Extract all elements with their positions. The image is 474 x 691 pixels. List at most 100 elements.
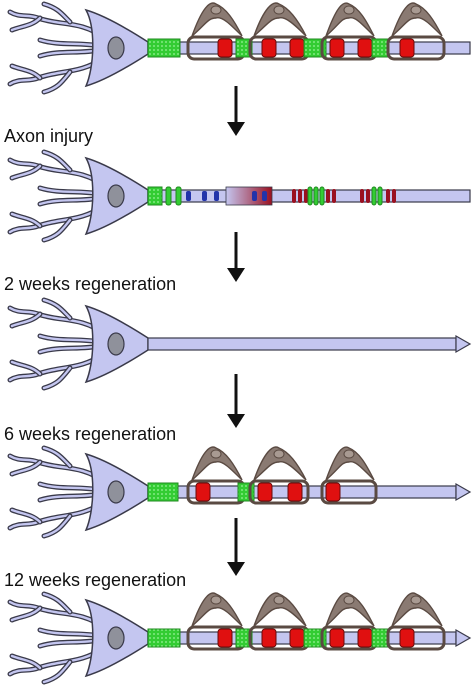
nucleus bbox=[107, 36, 125, 60]
schwann-cell-body bbox=[190, 2, 243, 39]
sodium-channel-cluster bbox=[329, 628, 345, 648]
dispersed-channel-fragment bbox=[186, 191, 191, 201]
schwann-nucleus bbox=[273, 5, 285, 15]
sodium-channel-cluster bbox=[399, 628, 415, 648]
dendrite-core bbox=[10, 606, 42, 622]
schwann-cell-body bbox=[324, 592, 375, 629]
schwann-cell bbox=[186, 446, 246, 505]
dendrite-core bbox=[42, 298, 72, 320]
down-arrow-icon bbox=[227, 86, 245, 136]
dispersed-node-fragment bbox=[175, 186, 182, 206]
schwann-nucleus bbox=[273, 449, 285, 459]
axon-initial-segment bbox=[147, 482, 179, 502]
schwann-nucleus bbox=[273, 595, 285, 605]
dendrite-core bbox=[42, 660, 72, 684]
myelin-sheath bbox=[320, 479, 378, 505]
down-arrow-head bbox=[227, 562, 245, 576]
dendrite-core bbox=[42, 2, 72, 24]
neuron-12-weeks bbox=[7, 591, 149, 685]
sodium-channel-cluster bbox=[287, 482, 303, 502]
down-arrow-head bbox=[227, 268, 245, 282]
axon-initial-segment bbox=[147, 628, 181, 648]
axon-2-weeks bbox=[147, 334, 472, 354]
dispersed-channel-fragment bbox=[298, 189, 302, 203]
growth-cone-tip bbox=[455, 334, 472, 354]
axon-initial-segment bbox=[147, 38, 181, 58]
sodium-channel-cluster bbox=[357, 38, 373, 58]
dendrite-core bbox=[10, 460, 42, 476]
dendrite-core bbox=[42, 514, 72, 538]
down-arrow-head bbox=[227, 122, 245, 136]
schwann-nucleus bbox=[343, 595, 355, 605]
dispersed-node-fragment bbox=[371, 186, 377, 206]
dispersed-channel-fragment bbox=[202, 191, 207, 201]
sodium-channel-cluster bbox=[325, 482, 341, 502]
dispersed-node-fragment bbox=[377, 186, 383, 206]
neuron-intact bbox=[7, 1, 149, 95]
schwann-nucleus bbox=[210, 449, 222, 459]
schwann-nucleus bbox=[210, 5, 222, 15]
nucleus bbox=[107, 480, 125, 504]
nucleus bbox=[107, 184, 125, 208]
sodium-channel-cluster bbox=[399, 38, 415, 58]
stage-label-axon-injury: Axon injury bbox=[4, 126, 94, 146]
myelin-sheath bbox=[386, 35, 446, 61]
dispersed-node-fragment bbox=[319, 186, 325, 206]
dendrite-core bbox=[42, 70, 72, 94]
schwann-cell-body bbox=[252, 592, 307, 629]
schwann-cell-body bbox=[390, 592, 443, 629]
dendrite-core bbox=[10, 64, 42, 80]
dispersed-node-fragment bbox=[165, 186, 172, 206]
schwann-cell-body bbox=[324, 446, 375, 483]
dendrite-core bbox=[42, 218, 72, 242]
down-arrow-icon bbox=[227, 518, 245, 576]
dispersed-node-fragment bbox=[313, 186, 319, 206]
down-arrow-icon bbox=[227, 374, 245, 428]
growth-cone-tip bbox=[455, 628, 472, 648]
axon-initial-segment-remnant bbox=[147, 186, 163, 206]
schwann-cell-body bbox=[324, 2, 375, 39]
sodium-channel-cluster bbox=[357, 628, 373, 648]
dispersed-channel-fragment bbox=[262, 191, 267, 201]
dispersed-channel-fragment bbox=[326, 189, 330, 203]
sodium-channel-cluster bbox=[195, 482, 211, 502]
dendrite-core bbox=[42, 446, 72, 468]
neuron-6-weeks bbox=[7, 445, 149, 539]
dispersed-channel-fragment bbox=[360, 189, 364, 203]
dispersed-channel-fragment bbox=[214, 191, 219, 201]
dendrite-core bbox=[10, 164, 42, 180]
schwann-cell-body bbox=[190, 446, 243, 483]
sodium-channel-cluster bbox=[289, 628, 305, 648]
sodium-channel-cluster bbox=[257, 482, 273, 502]
schwann-cell-body bbox=[390, 2, 443, 39]
dendrite-core bbox=[10, 212, 42, 228]
growth-cone-tip bbox=[455, 482, 472, 502]
schwann-nucleus bbox=[410, 5, 422, 15]
sodium-channel-cluster bbox=[261, 38, 277, 58]
down-arrow-head bbox=[227, 414, 245, 428]
schwann-cell-body bbox=[190, 592, 243, 629]
sodium-channel-cluster bbox=[217, 628, 233, 648]
dispersed-channel-fragment bbox=[392, 189, 396, 203]
schwann-nucleus bbox=[343, 5, 355, 15]
schwann-cell bbox=[320, 446, 378, 505]
nucleus bbox=[107, 332, 125, 356]
dendrite-core bbox=[10, 16, 42, 32]
dendrite-core bbox=[42, 366, 72, 390]
myelin-sheath bbox=[386, 625, 446, 651]
dispersed-channel-fragment bbox=[304, 189, 308, 203]
sodium-channel-cluster bbox=[289, 38, 305, 58]
stage-label-2-weeks: 2 weeks regeneration bbox=[4, 274, 177, 294]
nucleus bbox=[107, 626, 125, 650]
degenerating-segment bbox=[225, 186, 273, 206]
node-of-ranvier bbox=[235, 38, 253, 58]
schwann-cell bbox=[386, 2, 446, 61]
dispersed-channel-fragment bbox=[332, 189, 336, 203]
stage-label-6-weeks: 6 weeks regeneration bbox=[4, 424, 177, 444]
node-of-ranvier bbox=[371, 38, 389, 58]
dendrite-core bbox=[42, 150, 72, 172]
down-arrow-icon bbox=[227, 232, 245, 282]
neuron-injury bbox=[7, 149, 149, 243]
